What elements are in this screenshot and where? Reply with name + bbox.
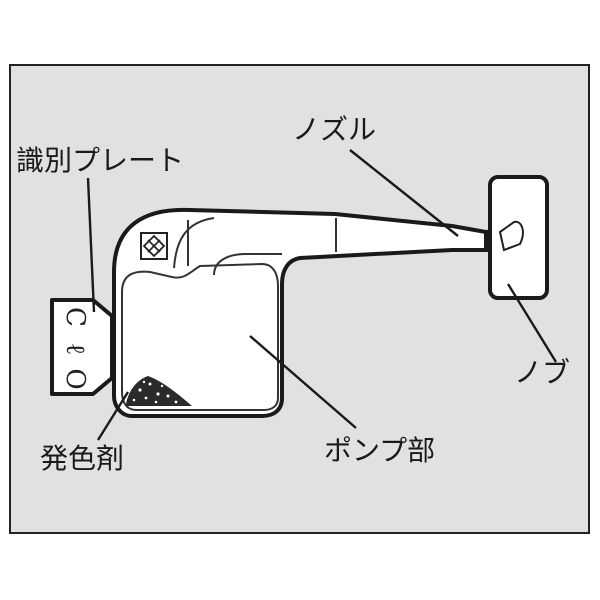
plate-text-1: C <box>60 307 90 327</box>
label-color-agent: 発色剤 <box>40 442 124 475</box>
plate-text-3: O <box>60 368 90 389</box>
pump-body <box>112 207 488 418</box>
plate-text-2: ℓ <box>60 343 90 355</box>
label-nozzle: ノズル <box>292 113 376 146</box>
identification-plate: C ℓ O <box>50 298 114 396</box>
label-knob: ノブ <box>514 356 570 389</box>
label-pump: ポンプ部 <box>324 434 435 467</box>
label-id-plate: 識別プレート <box>16 144 184 177</box>
diagram-panel <box>9 64 590 534</box>
leader-lines <box>86 149 558 441</box>
color-reagent <box>126 376 192 406</box>
knob <box>488 175 549 300</box>
